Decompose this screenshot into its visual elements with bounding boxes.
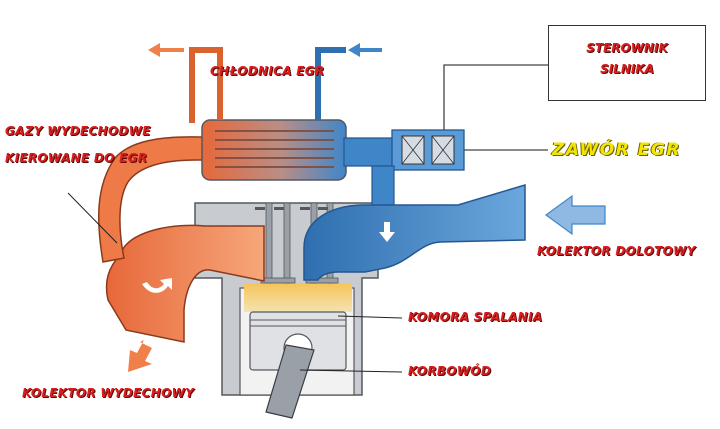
intake-air-arrow: [544, 194, 606, 236]
egr-flow-arrow: [379, 222, 395, 242]
intake-manifold-label: KOLEKTOR DOLOTOWY: [537, 244, 696, 258]
egr-valve: [391, 129, 465, 171]
exhaust-valves: [260, 202, 296, 284]
combustion-chamber-label: KOMORA SPALANIA: [408, 310, 543, 324]
exhaust-out-arrow: [128, 340, 152, 372]
egr-cooler-label: CHŁODNICA EGR: [210, 64, 325, 78]
egr-valve-label: ZAWÓR EGR: [552, 140, 681, 160]
egr-cooled-pipe: [343, 137, 397, 167]
connecting-rod-label: KORBOWÓD: [408, 364, 492, 378]
ecu-label: STEROWNIK SILNIKA: [549, 38, 705, 80]
exhaust-manifold: [105, 224, 265, 343]
flow-arrows: [128, 43, 606, 372]
exhaust-gas-label-line1: GAZY WYDECHODWE: [5, 124, 151, 138]
head-bolts: [255, 207, 328, 210]
connecting-rod: [265, 344, 315, 419]
exhaust-gas-label-line2: KIEROWANE DO EGR: [5, 151, 148, 165]
coolant-out-arrow: [148, 43, 184, 57]
ecu-label-line1: STEROWNIK: [586, 41, 668, 55]
intake-manifold: [303, 183, 526, 281]
ecu-wiring: [443, 64, 548, 151]
ecu-label-line2: SILNIKA: [600, 62, 654, 76]
leader-lines: [67, 192, 403, 373]
egr-cooler: [189, 47, 347, 181]
ecu-box: STEROWNIK SILNIKA: [548, 25, 706, 101]
coolant-in-arrow: [348, 43, 382, 57]
exhaust-manifold-label: KOLEKTOR WYDECHOWY: [22, 386, 195, 400]
exhaust-swirl-arrow: [142, 278, 172, 293]
combustion-chamber: [244, 283, 352, 312]
